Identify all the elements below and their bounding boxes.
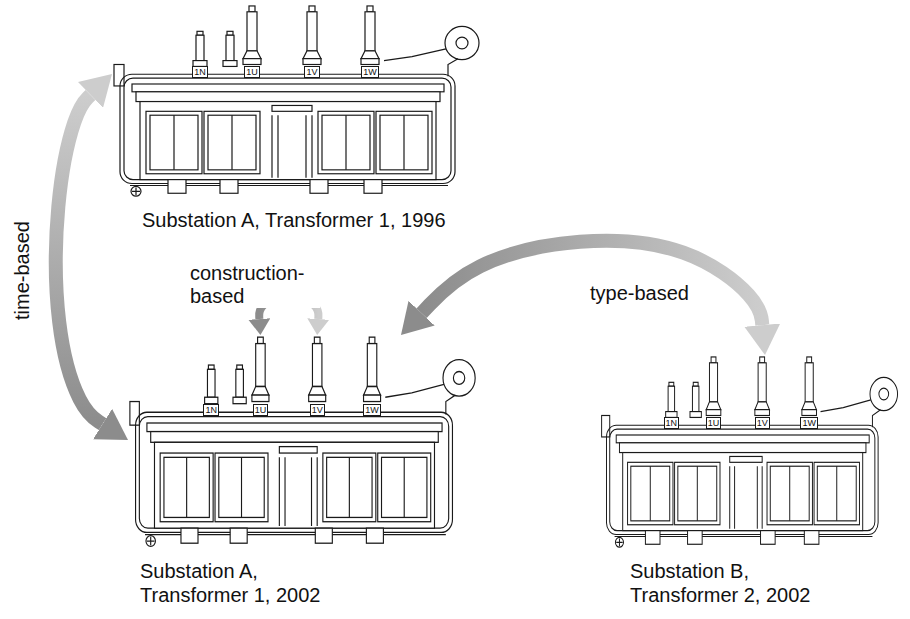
comparison-arrow — [56, 95, 103, 424]
terminal-label: 1V — [310, 404, 325, 416]
edge-label: time-based — [10, 221, 33, 320]
edge-label: construction-based — [190, 262, 320, 308]
transformer-illustration — [130, 337, 475, 546]
transformer-caption: Substation B, Transformer 2, 2002 — [630, 559, 845, 607]
terminal-label: 1N — [664, 417, 680, 429]
terminal-label: 1U — [706, 417, 722, 429]
transformer-node: 1N1U1V1WSubstation B, Transformer 2, 200… — [600, 355, 900, 555]
terminal-label: 1V — [755, 417, 770, 429]
edge-label: type-based — [590, 282, 689, 305]
transformer-caption: Substation A, Transformer 1, 2002 — [140, 559, 355, 607]
transformer-node: 1N1U1V1WSubstation A, Transformer 1, 199… — [112, 4, 482, 204]
terminal-label: 1W — [800, 417, 818, 429]
transformer-caption: Substation A, Transformer 1, 1996 — [142, 208, 446, 232]
terminal-label: 1W — [363, 404, 381, 416]
terminal-label: 1U — [244, 66, 260, 78]
transformer-node: 1N1U1V1WSubstation A, Transformer 1, 200… — [128, 335, 478, 555]
comparison-arrow — [422, 241, 763, 325]
transformer-illustration — [114, 6, 479, 196]
terminal-label: 1W — [361, 66, 379, 78]
terminal-label: 1N — [192, 66, 208, 78]
terminal-label: 1V — [304, 66, 319, 78]
transformer-illustration — [602, 357, 898, 547]
terminal-label: 1N — [203, 404, 219, 416]
terminal-label: 1U — [253, 404, 269, 416]
